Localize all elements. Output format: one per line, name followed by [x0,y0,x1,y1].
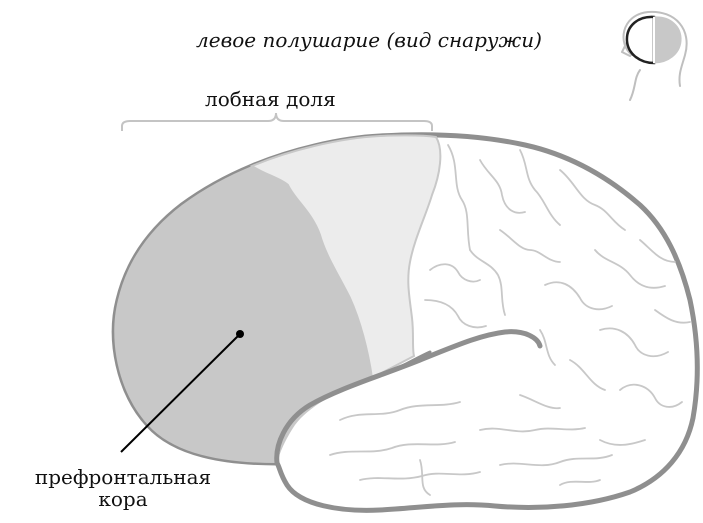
head-hemisphere-icon [622,12,687,100]
prefrontal-cortex-label: префронтальная кора [0,466,246,510]
frontal-lobe-label: лобная доля [205,87,336,111]
pointer-dot [236,330,244,338]
frontal-lobe-bracket [122,113,432,131]
view-title: левое полушарие (вид снаружи) [196,28,596,52]
prefrontal-cortex-label-line2: кора [0,488,246,510]
prefrontal-cortex-label-line1: префронтальная [0,466,246,488]
